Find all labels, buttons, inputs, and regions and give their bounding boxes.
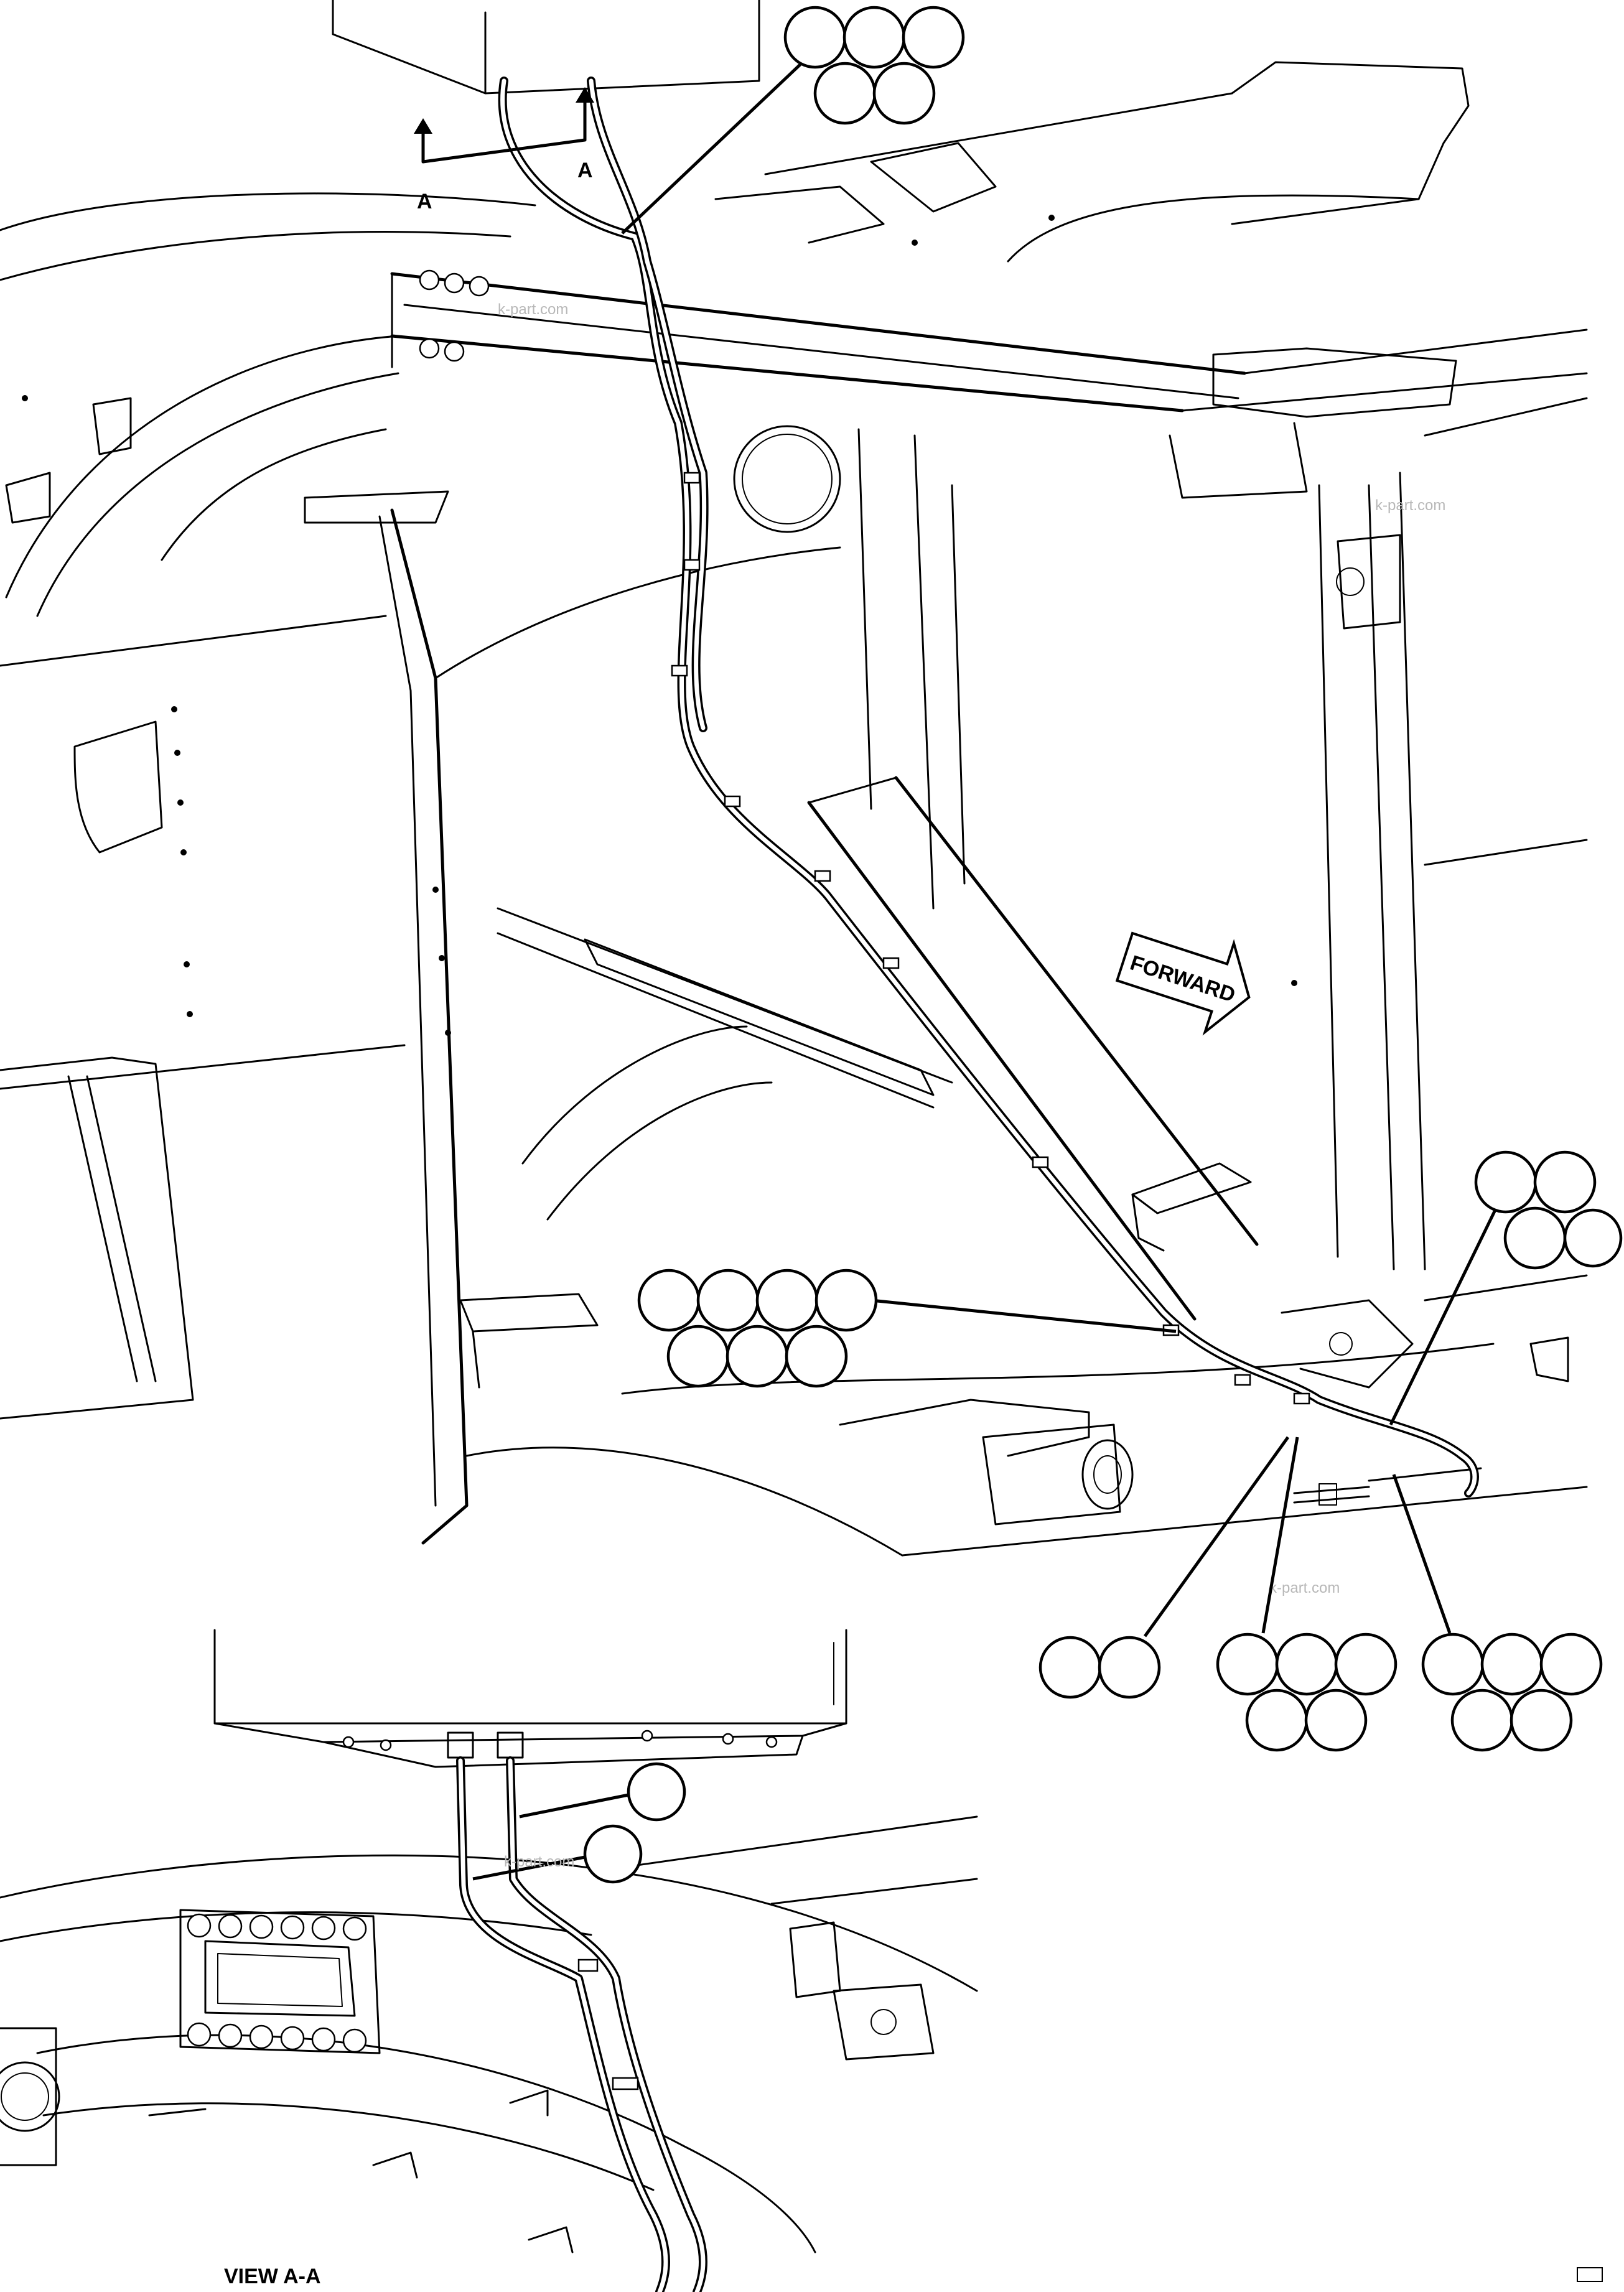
watermark-1: k-part.com xyxy=(498,301,568,318)
callout-right-upper-group xyxy=(1474,1150,1623,1270)
watermark-2: k-part.com xyxy=(1375,497,1445,514)
callout-lower-right-group xyxy=(1421,1633,1603,1752)
callout-lower-left-group xyxy=(1038,1636,1161,1699)
section-marker-a-right: A xyxy=(577,159,593,182)
main-assembly-view: A A FORWARD k-part.com k-part.com k-part… xyxy=(0,0,1623,1752)
callout-center-group xyxy=(637,1269,878,1388)
callout-view-lower xyxy=(583,1824,643,1884)
section-marker-a-left: A xyxy=(417,190,432,213)
callout-lower-middle-group xyxy=(1216,1633,1398,1752)
watermark-4: k-part.com xyxy=(504,1853,574,1870)
view-a-a-detail: k-part.com VIEW A-A xyxy=(0,1629,1603,2292)
callout-view-upper xyxy=(627,1762,686,1822)
view-title: VIEW A-A xyxy=(224,2265,321,2288)
sheet-code-box xyxy=(1577,2267,1603,2282)
callout-top-group xyxy=(783,6,965,125)
watermark-3: k-part.com xyxy=(1269,1580,1340,1596)
forward-arrow: FORWARD xyxy=(1115,931,1251,1036)
